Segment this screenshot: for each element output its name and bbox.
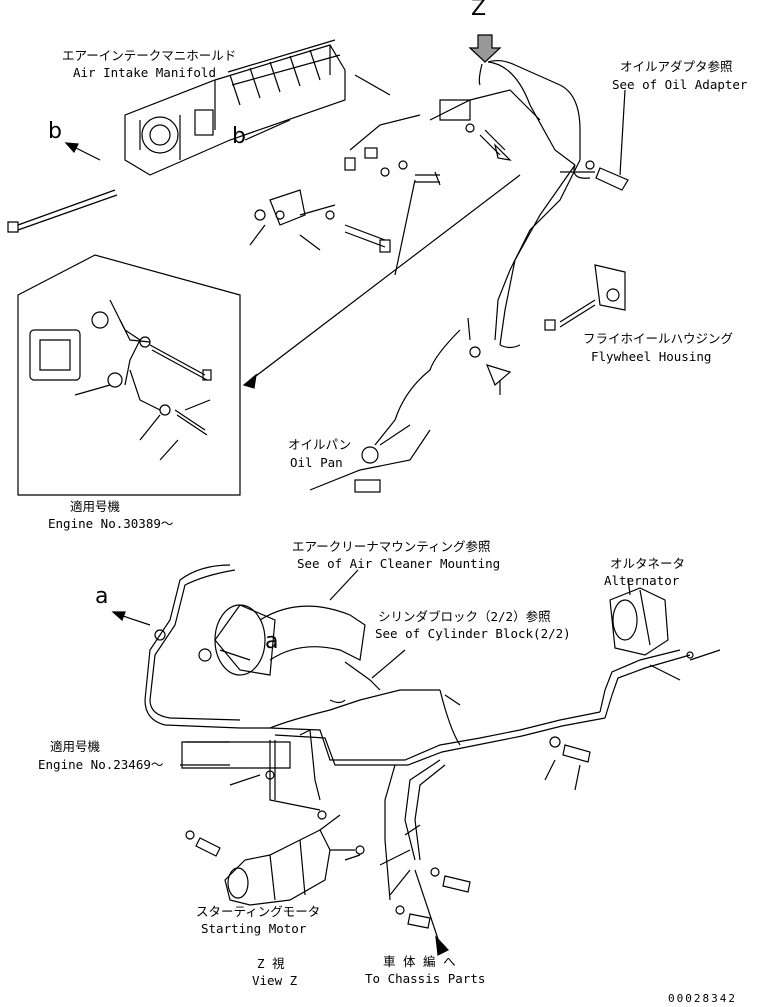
callout-a-arrow bbox=[119, 614, 151, 626]
callout-b2-label: b bbox=[232, 124, 246, 149]
oil-adapter-bolt bbox=[585, 160, 629, 191]
flywheel-en: Flywheel Housing bbox=[591, 349, 712, 364]
callout-a2-label: a bbox=[265, 629, 279, 654]
callout-b2-leader bbox=[244, 119, 291, 141]
clamp-group bbox=[254, 189, 391, 253]
starting-motor-en: Starting Motor bbox=[201, 921, 307, 936]
callout-a-label: a bbox=[95, 584, 109, 609]
harness-top bbox=[349, 59, 595, 349]
air-cleaner-jp: エアークリーナマウンティング参照 bbox=[292, 539, 491, 554]
diagonal-arrowhead bbox=[242, 373, 257, 389]
detail-box-upper bbox=[17, 254, 241, 496]
air-cleaner-pipe bbox=[214, 604, 366, 676]
view-z-marker: Z bbox=[471, 0, 487, 21]
diagonal-arrow bbox=[247, 174, 521, 383]
alternator-jp: オルタネータ bbox=[610, 556, 686, 571]
callout-b-label: b bbox=[48, 119, 62, 144]
engine-no-1: Engine No.30389～ bbox=[48, 516, 174, 531]
callout-a-arrowhead bbox=[111, 611, 126, 622]
oil-adapter-en: See of Oil Adapter bbox=[612, 77, 748, 92]
oil-pan-jp: オイルパン bbox=[288, 437, 352, 452]
engine-no-bracket bbox=[181, 741, 291, 769]
applicable-jp-1: 適用号機 bbox=[70, 499, 121, 514]
drawing-code: 00028342 bbox=[668, 992, 737, 1005]
cylinder-block-jp: シリンダブロック（2/2）参照 bbox=[378, 609, 551, 624]
alternator-en: Alternator bbox=[604, 573, 680, 588]
starting-motor bbox=[224, 829, 365, 906]
air-intake-jp: エアーインテークマニホールド bbox=[62, 48, 237, 63]
oil-pan-en: Oil Pan bbox=[290, 455, 343, 470]
oil-adapter-jp: オイルアダプタ参照 bbox=[620, 59, 733, 74]
cylinder-block-en: See of Cylinder Block(2/2) bbox=[375, 626, 571, 641]
applicable-jp-2: 適用号機 bbox=[50, 739, 101, 754]
sensor-cluster-top bbox=[344, 99, 512, 186]
view-z-en: View Z bbox=[252, 973, 298, 988]
view-z-jp: Z 視 bbox=[257, 956, 285, 971]
flywheel-jp: フライホイールハウジング bbox=[583, 331, 734, 346]
callout-b-arrowhead bbox=[64, 142, 79, 154]
air-cleaner-en: See of Air Cleaner Mounting bbox=[297, 556, 501, 571]
bolt-left bbox=[7, 189, 118, 233]
view-z-arrow bbox=[468, 34, 502, 63]
oil-pan-sensor bbox=[309, 329, 512, 493]
alternator bbox=[609, 587, 694, 659]
starting-motor-jp: スターティングモータ bbox=[196, 904, 321, 919]
chassis-arrowhead bbox=[435, 935, 449, 956]
leaders-upper bbox=[74, 74, 626, 461]
callout-a2-leader bbox=[219, 649, 251, 661]
air-cleaner-leader bbox=[329, 569, 359, 601]
bolts-lower bbox=[154, 629, 591, 929]
engine-no-2: Engine No.23469～ bbox=[38, 757, 164, 772]
harness-lower bbox=[144, 564, 691, 901]
flywheel-sensor bbox=[544, 264, 626, 331]
air-intake-en: Air Intake Manifold bbox=[73, 65, 216, 80]
chassis-en: To Chassis Parts bbox=[365, 971, 486, 986]
chassis-jp: 車 体 編 へ bbox=[383, 954, 456, 969]
air-intake-manifold bbox=[124, 39, 346, 176]
